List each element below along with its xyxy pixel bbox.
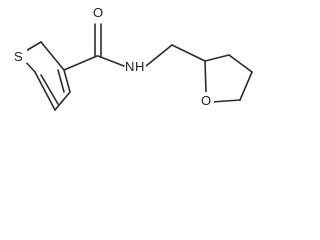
- bond-thf-o-c5: [211, 99, 241, 103]
- molecule-diagram: S O N H O: [13, 3, 253, 111]
- ring-oxygen-mask: [200, 92, 214, 108]
- bond-thf-c3-c2: [204, 54, 230, 62]
- bond-c4-c5: [63, 69, 71, 93]
- bond-c2-c3-inner: [40, 74, 59, 105]
- amide-nitrogen-label: N: [125, 59, 134, 74]
- bond-thf-c2-o: [204, 60, 207, 93]
- structure-canvas: S O N H O: [0, 0, 274, 122]
- amide-nh-mask: [126, 58, 146, 74]
- ring-oxygen-label: O: [201, 93, 211, 108]
- bond-thf-c4-c3: [228, 54, 253, 73]
- bond-carbonyl-n: [97, 55, 125, 67]
- bond-c3-c4: [54, 91, 71, 111]
- bond-thf-c5-c4: [239, 71, 253, 101]
- amide-hydrogen-label: H: [135, 59, 144, 74]
- bond-ring-carbonyl: [63, 55, 98, 71]
- carbonyl-oxygen-mask: [92, 3, 106, 20]
- bond-c5-s-b: [40, 41, 65, 71]
- bond-ch2-thf: [171, 44, 206, 62]
- bond-c4-c5-inner: [57, 69, 65, 93]
- bond-n-ch2: [145, 44, 173, 67]
- bond-c2-c3: [34, 71, 56, 111]
- carbonyl-oxygen-label: O: [93, 5, 103, 20]
- sulfur-label: S: [14, 49, 23, 64]
- sulfur-mask: [13, 49, 27, 63]
